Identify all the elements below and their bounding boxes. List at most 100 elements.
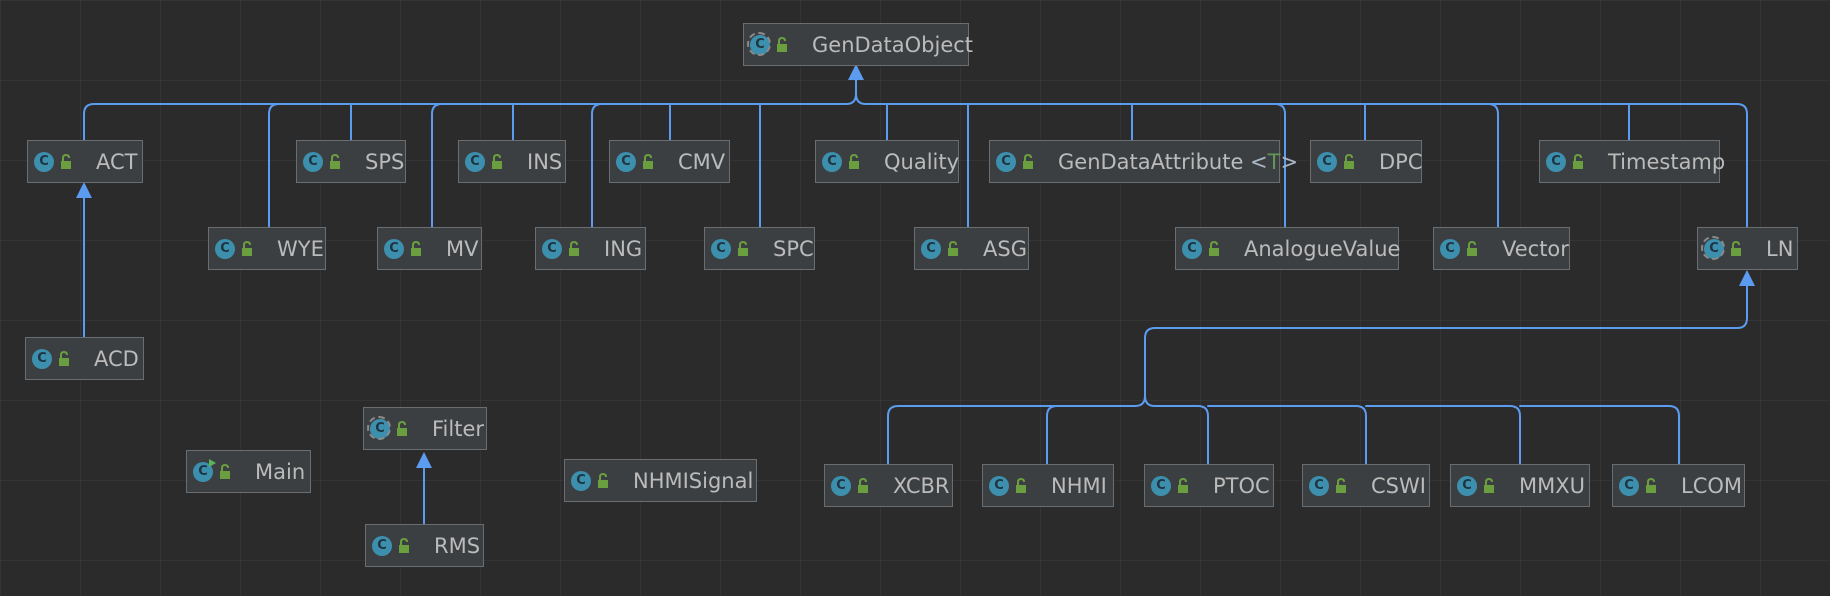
class-icon: C — [1182, 238, 1202, 259]
class-label: ACD — [94, 346, 139, 371]
edge-nhmi — [1046, 405, 1058, 469]
class-icon: C — [1546, 151, 1566, 172]
class-label: RMS — [434, 533, 481, 558]
class-label: MV — [446, 236, 479, 261]
class-label: ASG — [983, 236, 1027, 261]
class-mmxu[interactable]: C MMXU — [1450, 464, 1590, 507]
class-cswi[interactable]: C CSWI — [1302, 464, 1430, 507]
public-lock-icon — [858, 477, 868, 493]
public-lock-icon — [1016, 477, 1026, 493]
class-label: Quality — [884, 149, 960, 174]
class-label: NHMI — [1051, 473, 1107, 498]
class-icon: C — [1309, 475, 1329, 496]
class-act[interactable]: C ACT — [27, 140, 143, 183]
class-icon: C — [616, 151, 636, 172]
public-lock-icon — [569, 240, 579, 256]
public-lock-icon — [948, 240, 958, 256]
class-label: ING — [604, 236, 643, 261]
public-lock-icon — [411, 240, 421, 256]
class-analoguevalue[interactable]: C AnalogueValue — [1175, 227, 1401, 270]
public-lock-icon — [1209, 240, 1219, 256]
class-wye[interactable]: C WYE — [208, 227, 326, 270]
class-label: LN — [1766, 236, 1794, 261]
class-icon: C — [1151, 475, 1171, 496]
class-icon: C — [996, 151, 1016, 172]
class-icon: C — [921, 238, 941, 259]
class-icon: C — [215, 238, 235, 259]
class-gendataattribute[interactable]: C GenDataAttribute <T> — [989, 140, 1298, 183]
edge-ln-bus — [887, 283, 1748, 469]
class-icon: C — [1701, 235, 1725, 260]
class-label: DPC — [1379, 149, 1423, 174]
class-icon: C — [989, 475, 1009, 496]
class-asg[interactable]: C ASG — [914, 227, 1029, 270]
class-main[interactable]: C Main — [186, 450, 311, 493]
public-lock-icon — [492, 153, 502, 169]
class-vector[interactable]: C Vector — [1433, 227, 1570, 270]
public-lock-icon — [1178, 477, 1188, 493]
public-lock-icon — [330, 153, 340, 169]
public-lock-icon — [1573, 153, 1583, 169]
class-cmv[interactable]: C CMV — [609, 140, 730, 183]
public-lock-icon — [738, 240, 748, 256]
class-label: INS — [527, 149, 563, 174]
class-label: GenDataObject — [812, 32, 974, 57]
class-ing[interactable]: C ING — [535, 227, 646, 270]
class-icon: C — [1619, 475, 1639, 496]
class-icon: C — [831, 475, 851, 496]
public-lock-icon — [1336, 477, 1346, 493]
type-parameter: <T> — [1243, 149, 1299, 174]
class-mv[interactable]: C MV — [377, 227, 482, 270]
class-label: Timestamp — [1608, 149, 1726, 174]
edge-lcom — [1519, 405, 1680, 469]
class-nhmi[interactable]: C NHMI — [982, 464, 1114, 507]
class-icon: C — [711, 238, 731, 259]
public-lock-icon — [1023, 153, 1033, 169]
edge-cswi — [1207, 405, 1367, 469]
class-icon: C — [571, 470, 591, 491]
edge-bus-right — [855, 93, 1748, 245]
class-nhmisignal[interactable]: C NHMISignal — [564, 459, 757, 502]
class-xcbr[interactable]: C XCBR — [824, 464, 953, 507]
class-icon: C — [822, 151, 842, 172]
class-icon: C — [384, 238, 404, 259]
public-lock-icon — [220, 463, 230, 479]
class-label: AnalogueValue — [1244, 236, 1401, 261]
class-acd[interactable]: C ACD — [25, 337, 144, 380]
edge-mv — [431, 103, 443, 229]
class-quality[interactable]: C Quality — [815, 140, 959, 183]
public-lock-icon — [777, 36, 787, 52]
class-lcom[interactable]: C LCOM — [1612, 464, 1745, 507]
class-dpc[interactable]: C DPC — [1310, 140, 1423, 183]
class-label: NHMISignal — [633, 468, 754, 493]
class-icon: C — [465, 151, 485, 172]
class-label: CMV — [678, 149, 726, 174]
class-icon: C — [32, 348, 52, 369]
edge-ptoc — [1144, 395, 1209, 469]
class-ln[interactable]: C LN — [1697, 227, 1798, 270]
class-label: MMXU — [1519, 473, 1585, 498]
class-filter[interactable]: C Filter — [363, 407, 487, 450]
class-label: XCBR — [893, 473, 950, 498]
class-icon: C — [747, 31, 771, 56]
arrowhead-act — [76, 182, 92, 198]
class-icon: C — [372, 535, 392, 556]
public-lock-icon — [1344, 153, 1354, 169]
class-sps[interactable]: C SPS — [296, 140, 406, 183]
class-spc[interactable]: C SPC — [704, 227, 815, 270]
class-icon: C — [1457, 475, 1477, 496]
public-lock-icon — [1467, 240, 1477, 256]
class-rms[interactable]: C RMS — [365, 524, 484, 567]
class-ins[interactable]: C INS — [458, 140, 566, 183]
public-lock-icon — [849, 153, 859, 169]
class-ptoc[interactable]: C PTOC — [1144, 464, 1274, 507]
edge-analoguevalue — [1274, 103, 1286, 229]
public-lock-icon — [397, 420, 407, 436]
class-icon: C — [542, 238, 562, 259]
class-label: CSWI — [1371, 473, 1426, 498]
class-timestamp[interactable]: C Timestamp — [1539, 140, 1725, 183]
class-label: Vector — [1502, 236, 1569, 261]
class-label: Main — [255, 459, 306, 484]
class-gendataobject[interactable]: C GenDataObject — [743, 23, 973, 66]
class-icon: C — [1440, 238, 1460, 259]
